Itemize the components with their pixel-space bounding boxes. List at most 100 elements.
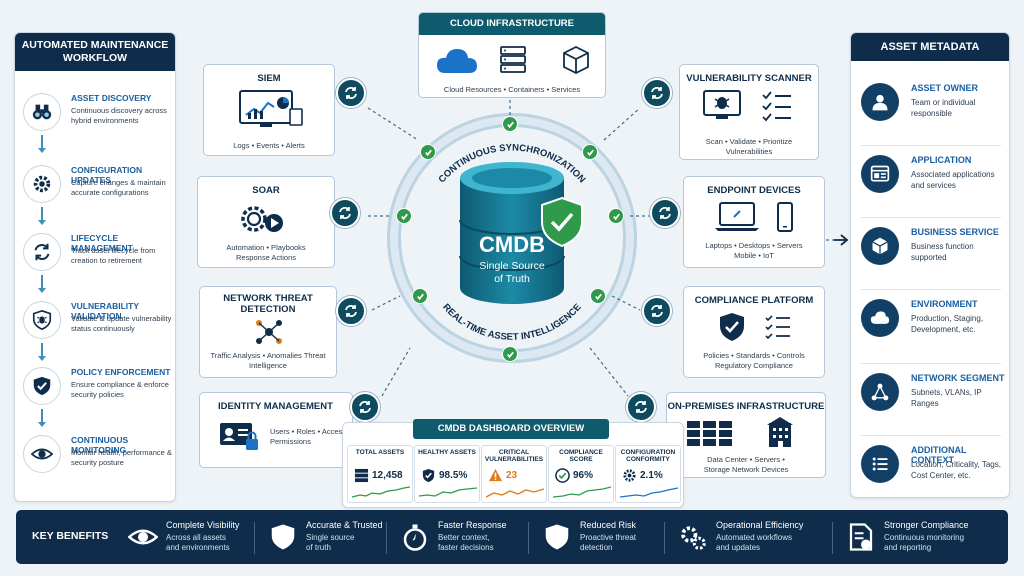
endpoint-title: ENDPOINT DEVICES bbox=[707, 185, 801, 196]
server-stack-icon bbox=[354, 468, 369, 483]
divider bbox=[528, 522, 529, 554]
binoculars-icon bbox=[23, 93, 61, 131]
stopwatch-icon bbox=[400, 522, 430, 552]
server-rack-icon bbox=[687, 421, 732, 446]
compliance-platform-box[interactable]: COMPLIANCE PLATFORM Policies • Standards… bbox=[683, 286, 825, 378]
cloud-infrastructure-box[interactable]: CLOUD INFRASTRUCTURE Cloud Resources • C… bbox=[418, 12, 606, 98]
divider bbox=[861, 289, 1001, 290]
sync-icon[interactable] bbox=[642, 296, 672, 326]
divider bbox=[386, 522, 387, 554]
endpoint-caption: Laptops • Desktops • Servers Mobile • Io… bbox=[705, 241, 803, 260]
container-cube-icon bbox=[563, 45, 589, 75]
soar-caption: Automation • Playbooks Response Actions bbox=[226, 243, 306, 262]
vulnerability-scanner-box[interactable]: VULNERABILITY SCANNER Scan • Validate • … bbox=[679, 64, 819, 160]
shield-check-icon bbox=[542, 522, 572, 552]
svg-text:REAL-TIME ASSET INTELLIGENCE: REAL-TIME ASSET INTELLIGENCE bbox=[440, 302, 583, 343]
onprem-caption: Data Center • Servers • Storage Network … bbox=[703, 455, 789, 474]
sync-icon[interactable] bbox=[330, 198, 360, 228]
sync-icon[interactable] bbox=[336, 296, 366, 326]
metadata-panel: ASSET METADATA ASSET OWNER Team or indivi… bbox=[850, 32, 1010, 498]
divider bbox=[832, 522, 833, 554]
eye-icon bbox=[127, 522, 159, 552]
compliance-title: COMPLIANCE PLATFORM bbox=[694, 295, 814, 306]
metadata-item-title: NETWORK SEGMENT bbox=[911, 373, 1005, 383]
sync-icon[interactable] bbox=[642, 78, 672, 108]
workflow-step-title: ASSET DISCOVERY bbox=[71, 93, 152, 103]
checklist-icon bbox=[765, 315, 790, 340]
benefit-desc: Better context,faster decisions bbox=[438, 533, 494, 552]
metadata-item-title: ASSET OWNER bbox=[911, 83, 979, 93]
kpi-value: 96% bbox=[573, 470, 594, 481]
gear-icon bbox=[622, 468, 637, 483]
on-premises-infrastructure-box[interactable]: ON-PREMISES INFRASTRUCTURE Data Center •… bbox=[666, 392, 826, 478]
benefit-title: Faster Response bbox=[438, 520, 507, 530]
building-icon bbox=[767, 417, 793, 447]
bug-monitor-icon bbox=[703, 90, 741, 119]
dashboard-title: CMDB DASHBOARD OVERVIEW bbox=[413, 419, 609, 439]
endpoint-devices-box[interactable]: ENDPOINT DEVICES Laptops • Desktops • Se… bbox=[683, 176, 825, 268]
divider bbox=[664, 522, 665, 554]
sync-icon[interactable] bbox=[650, 198, 680, 228]
sparkline bbox=[620, 487, 678, 498]
vuln-caption: Scan • Validate • Prioritize Vulnerabili… bbox=[705, 137, 793, 156]
sparkline bbox=[553, 486, 611, 498]
shield-check-icon bbox=[421, 468, 436, 483]
kpi-card[interactable]: COMPLIANCE SCORE 96% bbox=[548, 445, 614, 503]
workflow-step-desc: Monitor health, performance & security p… bbox=[71, 448, 172, 467]
kpi-label: COMPLIANCE SCORE bbox=[559, 449, 603, 463]
ntd-title: NETWORK THREAT DETECTION bbox=[223, 293, 313, 315]
shield-check-icon bbox=[23, 367, 61, 405]
siem-box[interactable]: SIEM Logs • Events • Alerts bbox=[203, 64, 335, 156]
automation-gear-icon bbox=[241, 206, 283, 232]
metadata-item-title: APPLICATION bbox=[911, 155, 972, 165]
workflow-step-desc: Track asset lifecycle from creation to r… bbox=[71, 246, 156, 265]
check-icon bbox=[608, 208, 624, 224]
metadata-item-title: BUSINESS SERVICE bbox=[911, 227, 999, 237]
soar-box[interactable]: SOAR Automation • Playbooks Response Act… bbox=[197, 176, 335, 268]
cloud-title: CLOUD INFRASTRUCTURE bbox=[419, 13, 605, 35]
kpi-value: 23 bbox=[506, 470, 518, 481]
ntd-caption: Traffic Analysis • Anomalies Threat Inte… bbox=[210, 351, 326, 370]
metadata-title: ASSET METADATA bbox=[851, 33, 1009, 61]
cycle-icon bbox=[23, 233, 61, 271]
arrow-down-icon bbox=[38, 343, 46, 361]
metadata-item-desc: Team or individual responsible bbox=[911, 98, 976, 118]
siem-caption: Logs • Events • Alerts bbox=[233, 141, 305, 150]
person-icon bbox=[861, 83, 899, 121]
cloud-icon bbox=[437, 49, 477, 73]
benefits-title: KEY BENEFITS bbox=[32, 530, 109, 542]
metadata-item[interactable]: ASSET OWNER Team or individual responsibl… bbox=[861, 83, 1006, 143]
identity-management-box[interactable]: IDENTITY MANAGEMENT Users • Roles • Acce… bbox=[199, 392, 353, 468]
metadata-item-title: ADDITIONAL CONTEXT bbox=[911, 445, 967, 465]
workflow-step-title: POLICY ENFORCEMENT bbox=[71, 367, 171, 377]
sync-icon[interactable] bbox=[336, 78, 366, 108]
workflow-step-desc: Capture changes & maintain accurate conf… bbox=[71, 178, 166, 197]
workflow-panel: AUTOMATED MAINTENANCE WORKFLOW ASSET DIS… bbox=[14, 32, 176, 502]
sync-icon[interactable] bbox=[626, 392, 656, 422]
network-threat-detection-box[interactable]: NETWORK THREAT DETECTION Traffic Analysi… bbox=[199, 286, 337, 378]
workflow-step-title: LIFECYCLE MANAGEMENT bbox=[71, 233, 133, 253]
arrow-to-metadata-icon bbox=[834, 234, 849, 246]
check-badge-icon bbox=[555, 468, 570, 483]
gear-icon bbox=[23, 165, 61, 203]
sync-icon[interactable] bbox=[350, 392, 380, 422]
